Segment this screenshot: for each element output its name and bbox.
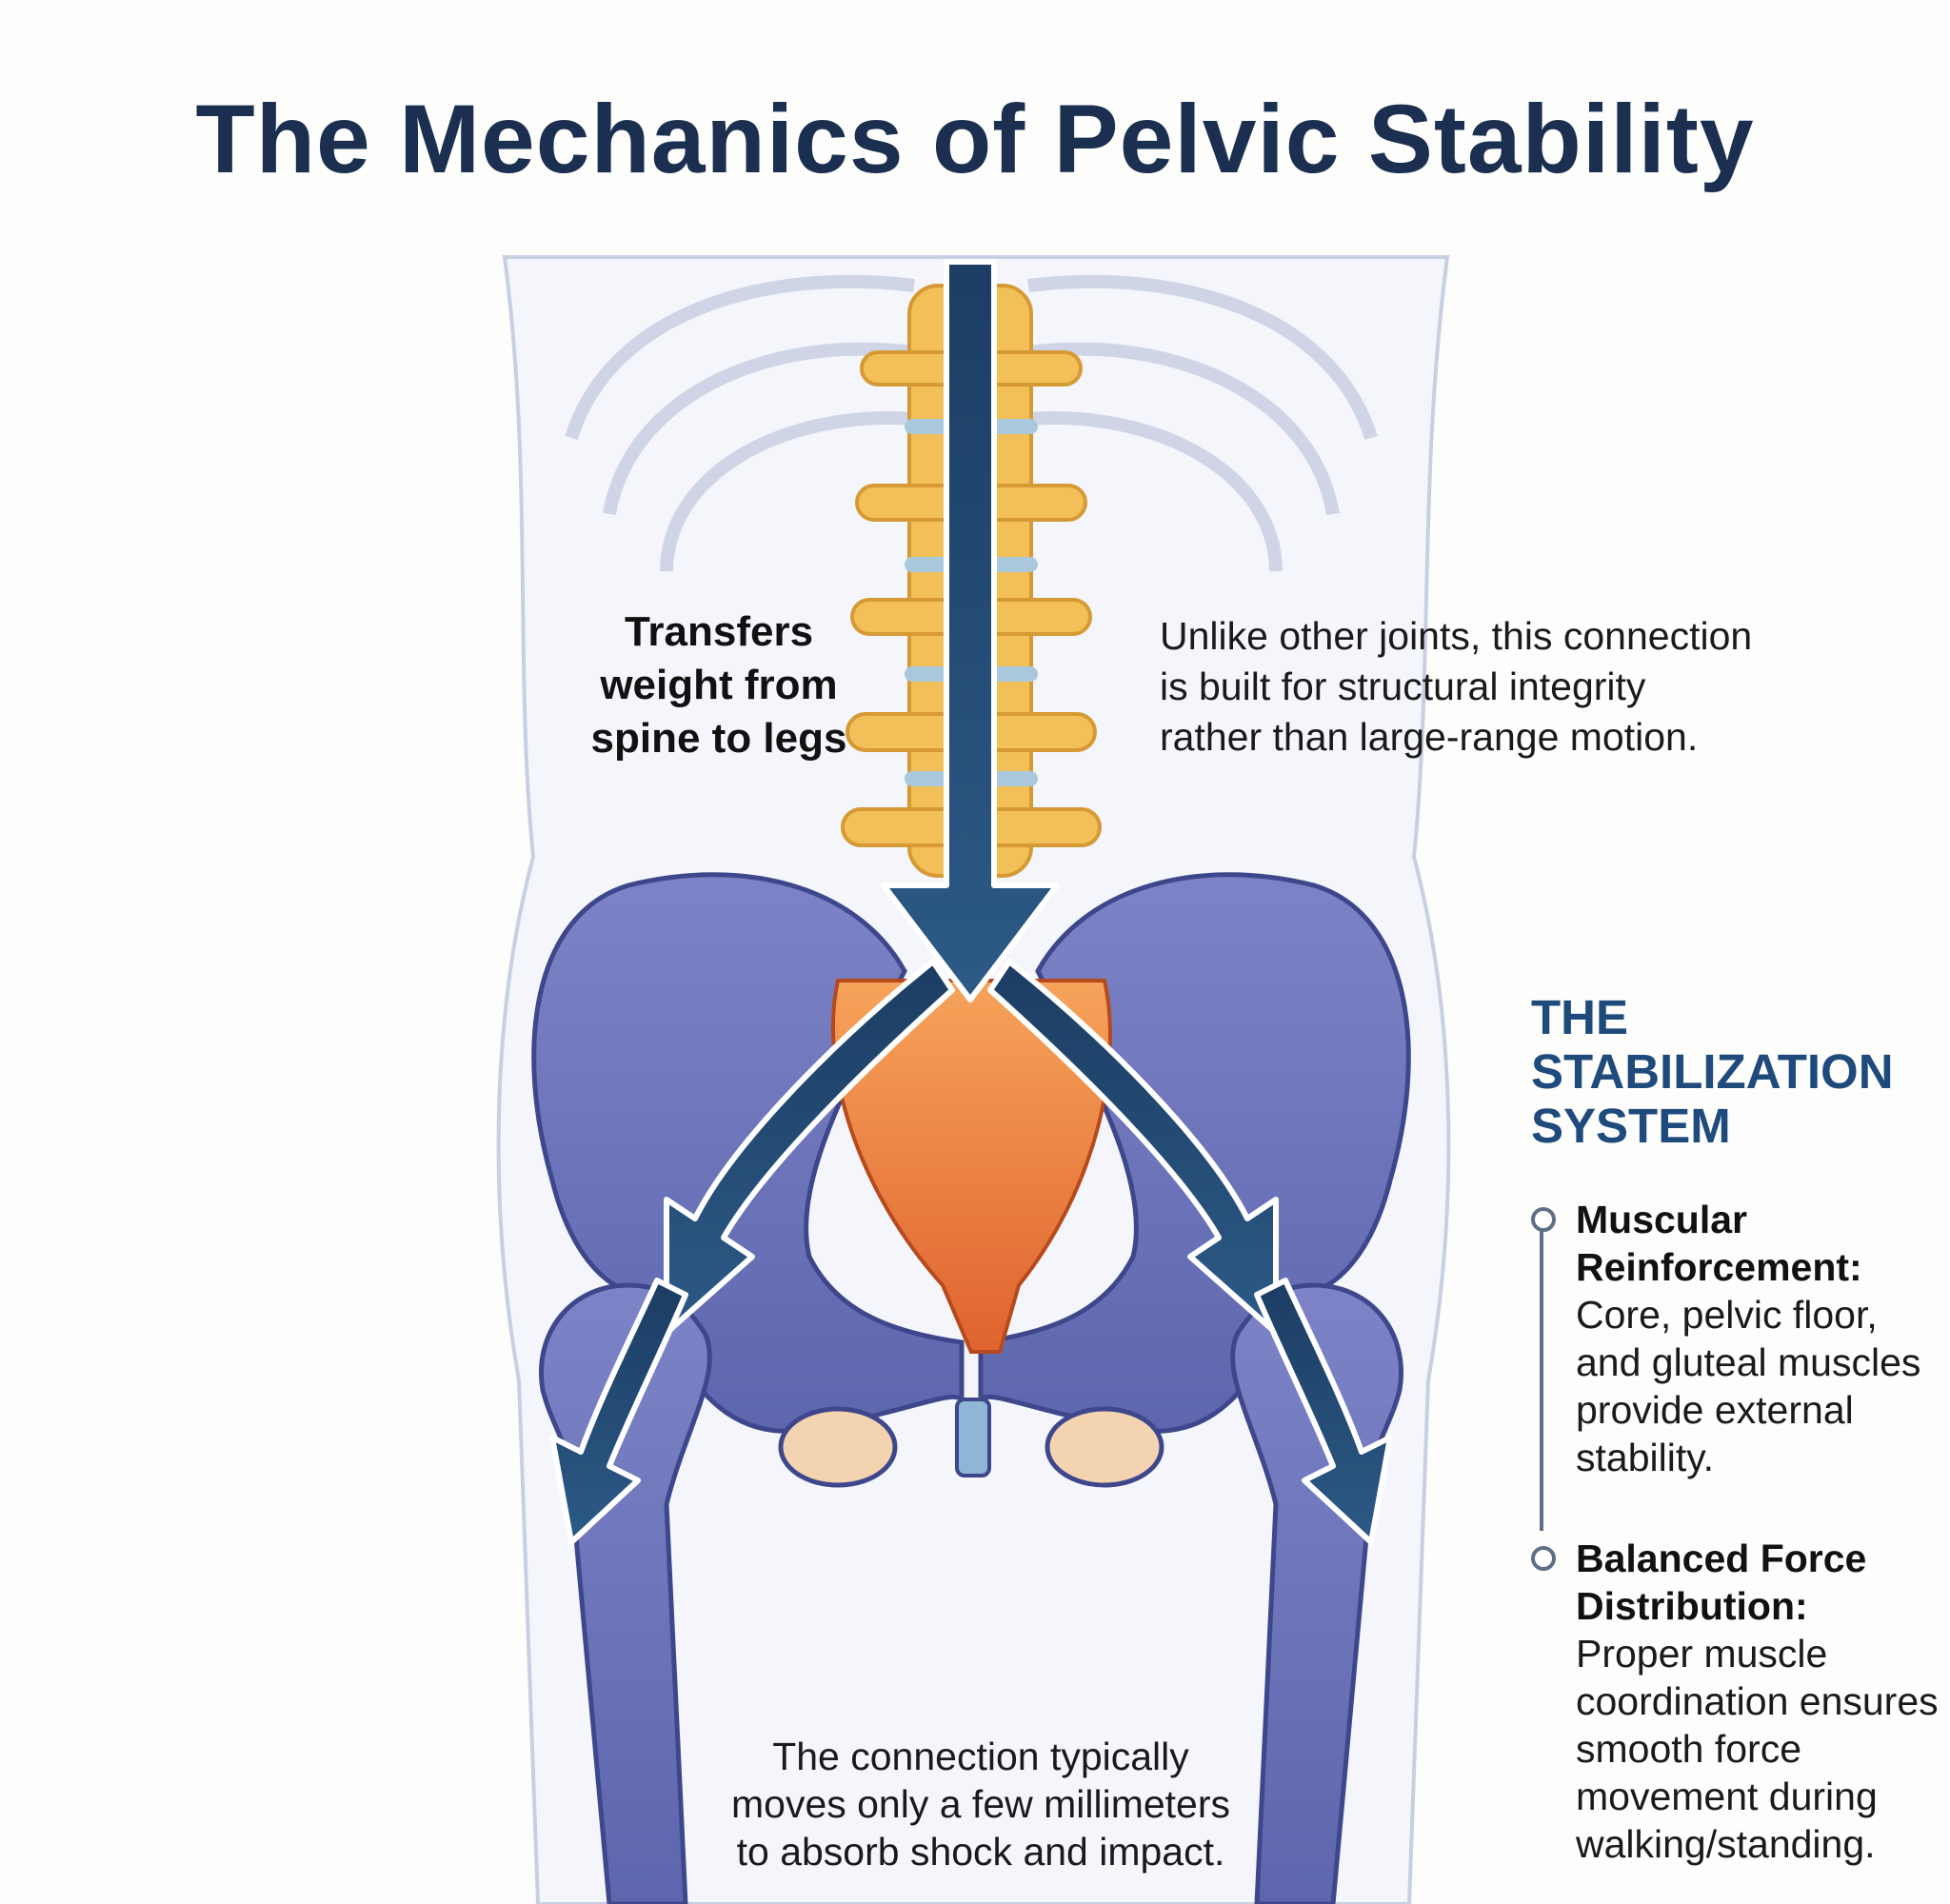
movement-note: The connection typically moves only a fe… [686,1733,1276,1875]
joint-note: Unlike other joints, this connection is … [1160,611,1845,763]
right-leg-arrow [1254,1278,1393,1545]
force-arrows [549,259,1393,1545]
item-title: Distribution: [1576,1584,1808,1628]
item-body: and gluteal muscles [1576,1340,1921,1384]
item-body: stability. [1576,1436,1715,1479]
label-line: spine to legs [590,715,847,762]
rib-cage [565,274,1378,572]
system-item-muscular: Muscular Reinforcement: Core, pelvic flo… [1576,1196,1947,1481]
note-line: moves only a few millimeters [730,1782,1231,1826]
left-branch-arrow [664,959,955,1336]
label-line: weight from [600,662,838,708]
timeline-line [1540,1230,1543,1531]
note-line: The connection typically [772,1735,1189,1778]
item-body: provide external [1576,1388,1854,1432]
right-obturator [1045,1406,1164,1488]
item-body: coordination ensures [1576,1679,1939,1723]
left-leg-arrow [549,1278,688,1545]
heading-line: STABILIZATION [1531,1044,1894,1099]
bullet-circle-icon [1531,1546,1556,1571]
item-body: movement during [1576,1775,1878,1818]
note-line: to absorb shock and impact. [736,1830,1225,1874]
system-item-force: Balanced Force Distribution: Proper musc… [1576,1535,1947,1868]
label-line: Transfers [624,608,814,655]
pubic-symphysis [955,1398,991,1478]
left-obturator [778,1406,898,1488]
right-branch-arrow [987,959,1279,1336]
item-title: Reinforcement: [1576,1245,1862,1289]
page-title: The Mechanics of Pelvic Stability [195,85,1755,193]
item-body: walking/standing. [1576,1822,1876,1866]
note-line: Unlike other joints, this connection [1160,614,1753,658]
weight-transfer-label: Transfers weight from spine to legs [562,605,876,765]
item-body: smooth force [1576,1727,1801,1771]
note-line: is built for structural integrity [1160,664,1646,708]
item-title: Muscular [1576,1198,1747,1241]
item-title: Balanced Force [1576,1537,1867,1580]
heading-line: THE [1531,990,1628,1044]
item-body: Proper muscle [1576,1632,1828,1676]
stabilization-heading: THE STABILIZATION SYSTEM [1531,990,1894,1153]
bullet-circle-icon [1531,1207,1556,1232]
item-body: Core, pelvic floor, [1576,1293,1878,1337]
note-line: rather than large-range motion. [1160,715,1699,759]
down-arrow [881,259,1060,1002]
heading-line: SYSTEM [1531,1099,1731,1153]
